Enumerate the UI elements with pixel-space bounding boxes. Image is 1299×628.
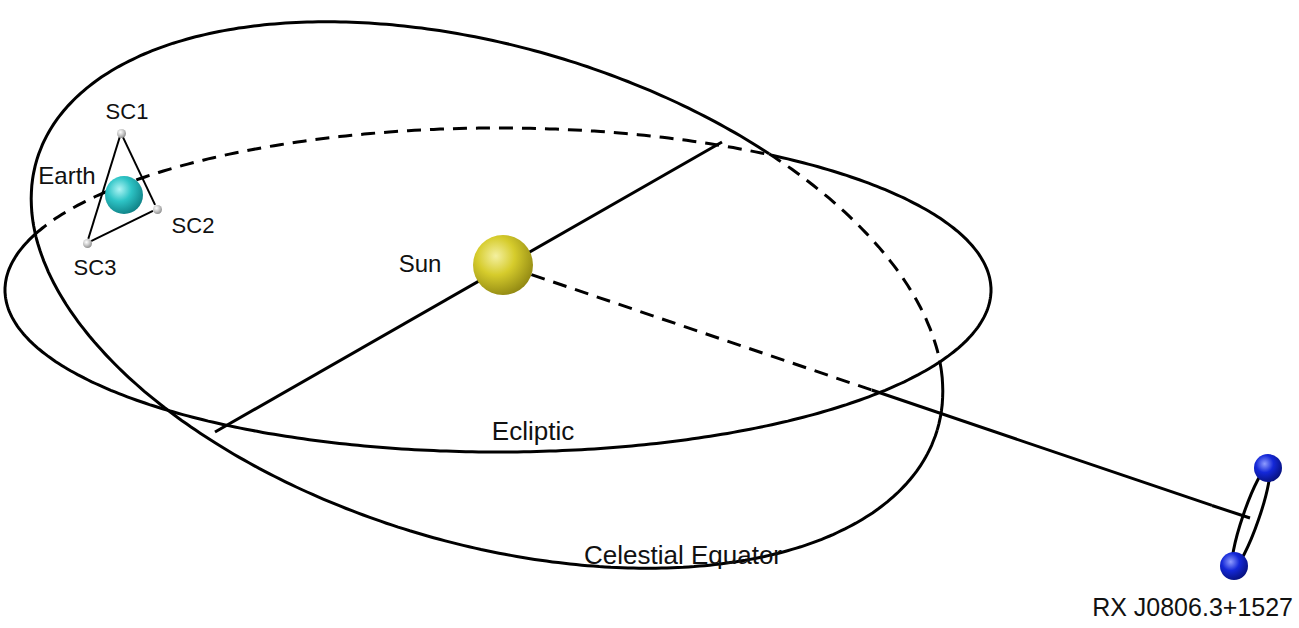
spacecraft-dot: SC2: [153, 205, 162, 214]
node-label: SC1: [106, 99, 149, 124]
sphere: [473, 235, 533, 295]
sphere: [1220, 552, 1248, 580]
node-label: Earth: [38, 162, 95, 190]
ecliptic-orbit: [5, 234, 991, 452]
connector: [91, 211, 153, 241]
sphere: [83, 239, 92, 248]
sphere: [105, 176, 143, 214]
node-label: RX J0806.3+1527: [1092, 593, 1293, 622]
sphere-icon: [83, 239, 92, 248]
node-label: SC3: [74, 255, 117, 280]
node-label: Sun: [399, 250, 442, 278]
binary-system: RX J0806.3+1527: [1212, 448, 1286, 588]
spacecraft-dot: SC3: [83, 239, 92, 248]
ecliptic-orbit: [772, 155, 991, 290]
ecliptic-orbit: [36, 128, 772, 234]
spacecraft-dot: SC1: [117, 129, 126, 138]
sphere-icon: [105, 176, 143, 214]
sun-sphere: Sun: [473, 235, 533, 295]
orbit-label: Celestial Equator: [584, 541, 782, 571]
celestial-equator-orbit: [769, 154, 940, 361]
sphere-icon: [153, 205, 162, 214]
sphere: [117, 129, 126, 138]
sphere: [153, 205, 162, 214]
binary-icon: [1212, 448, 1286, 588]
celestial-equator-orbit: [937, 361, 943, 431]
orbit-label: Ecliptic: [492, 417, 574, 447]
sphere: [1254, 454, 1282, 482]
sphere-icon: [117, 129, 126, 138]
line-of-nodes: [215, 142, 722, 432]
node-label: SC2: [172, 213, 215, 238]
connector: [531, 275, 1212, 506]
sphere-icon: [473, 235, 533, 295]
earth-sphere: Earth: [105, 176, 143, 214]
celestial-equator-orbit: [31, 22, 937, 568]
